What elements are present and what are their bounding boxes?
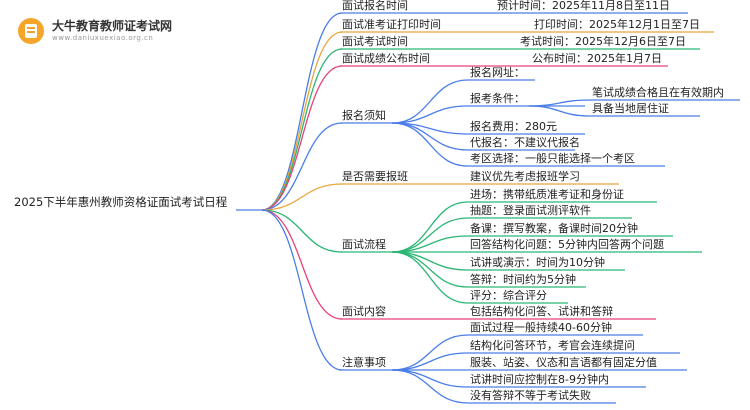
branch-connector [261, 48, 343, 211]
child-label: 没有答辩不等于考试失败 [470, 388, 591, 402]
branch-note: 预计时间：2025年11月8日至11日 [497, 0, 670, 12]
child-label: 报名费用：280元 [470, 119, 557, 133]
child-connector [391, 105, 469, 124]
branch-note: 建议优先考虑报班学习 [470, 169, 580, 183]
branch-label: 报名须知 [342, 108, 386, 122]
branch-note: 包括结构化问答、试讲和答辩 [470, 304, 613, 318]
grandchild-label: 具备当地居住证 [592, 101, 669, 115]
grandchild-connector [528, 99, 591, 107]
child-connector [391, 122, 469, 151]
child-connector [391, 201, 469, 253]
branch-label: 面试准考证打印时间 [342, 17, 441, 31]
child-label: 抽题：登录面试测评软件 [470, 203, 591, 217]
branch-label: 是否需要报班 [342, 169, 408, 183]
branch-connector [261, 122, 343, 211]
branch-label: 注意事项 [342, 355, 386, 369]
grandchild-connector [528, 105, 591, 117]
branch-label: 面试考试时间 [342, 35, 408, 48]
child-label: 评分：综合评分 [470, 288, 547, 302]
child-connector [391, 369, 469, 388]
child-label: 答辩：时间约为5分钟 [470, 272, 576, 286]
child-connector [391, 251, 469, 271]
child-label: 面试过程一般持续40-60分钟 [470, 320, 612, 334]
brand-name: 大牛教育教师证考试网 [52, 19, 173, 33]
branch-note: 公布时间：2025年1月7日 [532, 51, 662, 65]
child-label: 回答结构化问题：5分钟内回答两个问题 [470, 237, 664, 251]
child-connector [391, 122, 469, 167]
child-label: 代报名：不建议代报名 [470, 135, 580, 149]
child-connector [391, 352, 469, 371]
branch-label: 面试成绩公布时间 [342, 52, 430, 65]
branch-label: 面试内容 [342, 304, 386, 318]
root-topic: 2025下半年惠州教师资格证面试考试日程 [14, 195, 228, 209]
branch-connector [261, 183, 343, 211]
graduation-book-icon [18, 18, 44, 44]
child-connector [391, 369, 469, 404]
brand-url: www.daniuxuexiao.org.cn [52, 34, 154, 42]
branch-connector [261, 31, 343, 211]
child-connector [391, 79, 469, 124]
child-label: 试讲或演示：时间为10分钟 [470, 255, 605, 269]
child-label: 备课：撰写教案，备课时间20分钟 [470, 221, 638, 235]
child-label: 结构化问答环节，考官会连续提问 [470, 338, 635, 352]
branch-label: 面试报名时间 [342, 0, 408, 12]
grandchild-label: 笔试成绩合格且在有效期内 [592, 85, 724, 99]
branch-connector [261, 65, 343, 211]
child-label: 报名网址： [470, 65, 525, 79]
branch-label: 面试流程 [342, 237, 386, 251]
child-connector [391, 334, 469, 371]
branch-note: 考试时间：2025年12月6日至7日 [520, 34, 686, 48]
child-connector [391, 217, 469, 253]
child-label: 进场：携带纸质准考证和身份证 [470, 187, 624, 201]
child-label: 试讲时间应控制在8-9分钟内 [470, 372, 609, 386]
child-connector [391, 251, 469, 304]
child-label: 考区选择：一般只能选择一个考区 [470, 151, 635, 165]
child-label: 服装、站姿、仪态和言语都有固定分值 [470, 355, 657, 369]
branch-connector [261, 12, 343, 211]
child-label: 报考条件： [470, 91, 525, 105]
branch-connector [261, 209, 343, 371]
branch-note: 打印时间：2025年12月1日至7日 [534, 17, 700, 31]
branch-connector [261, 209, 343, 253]
branch-connector [261, 209, 343, 320]
brand-header: 大牛教育教师证考试网 www.daniuxuexiao.org.cn [18, 14, 218, 48]
